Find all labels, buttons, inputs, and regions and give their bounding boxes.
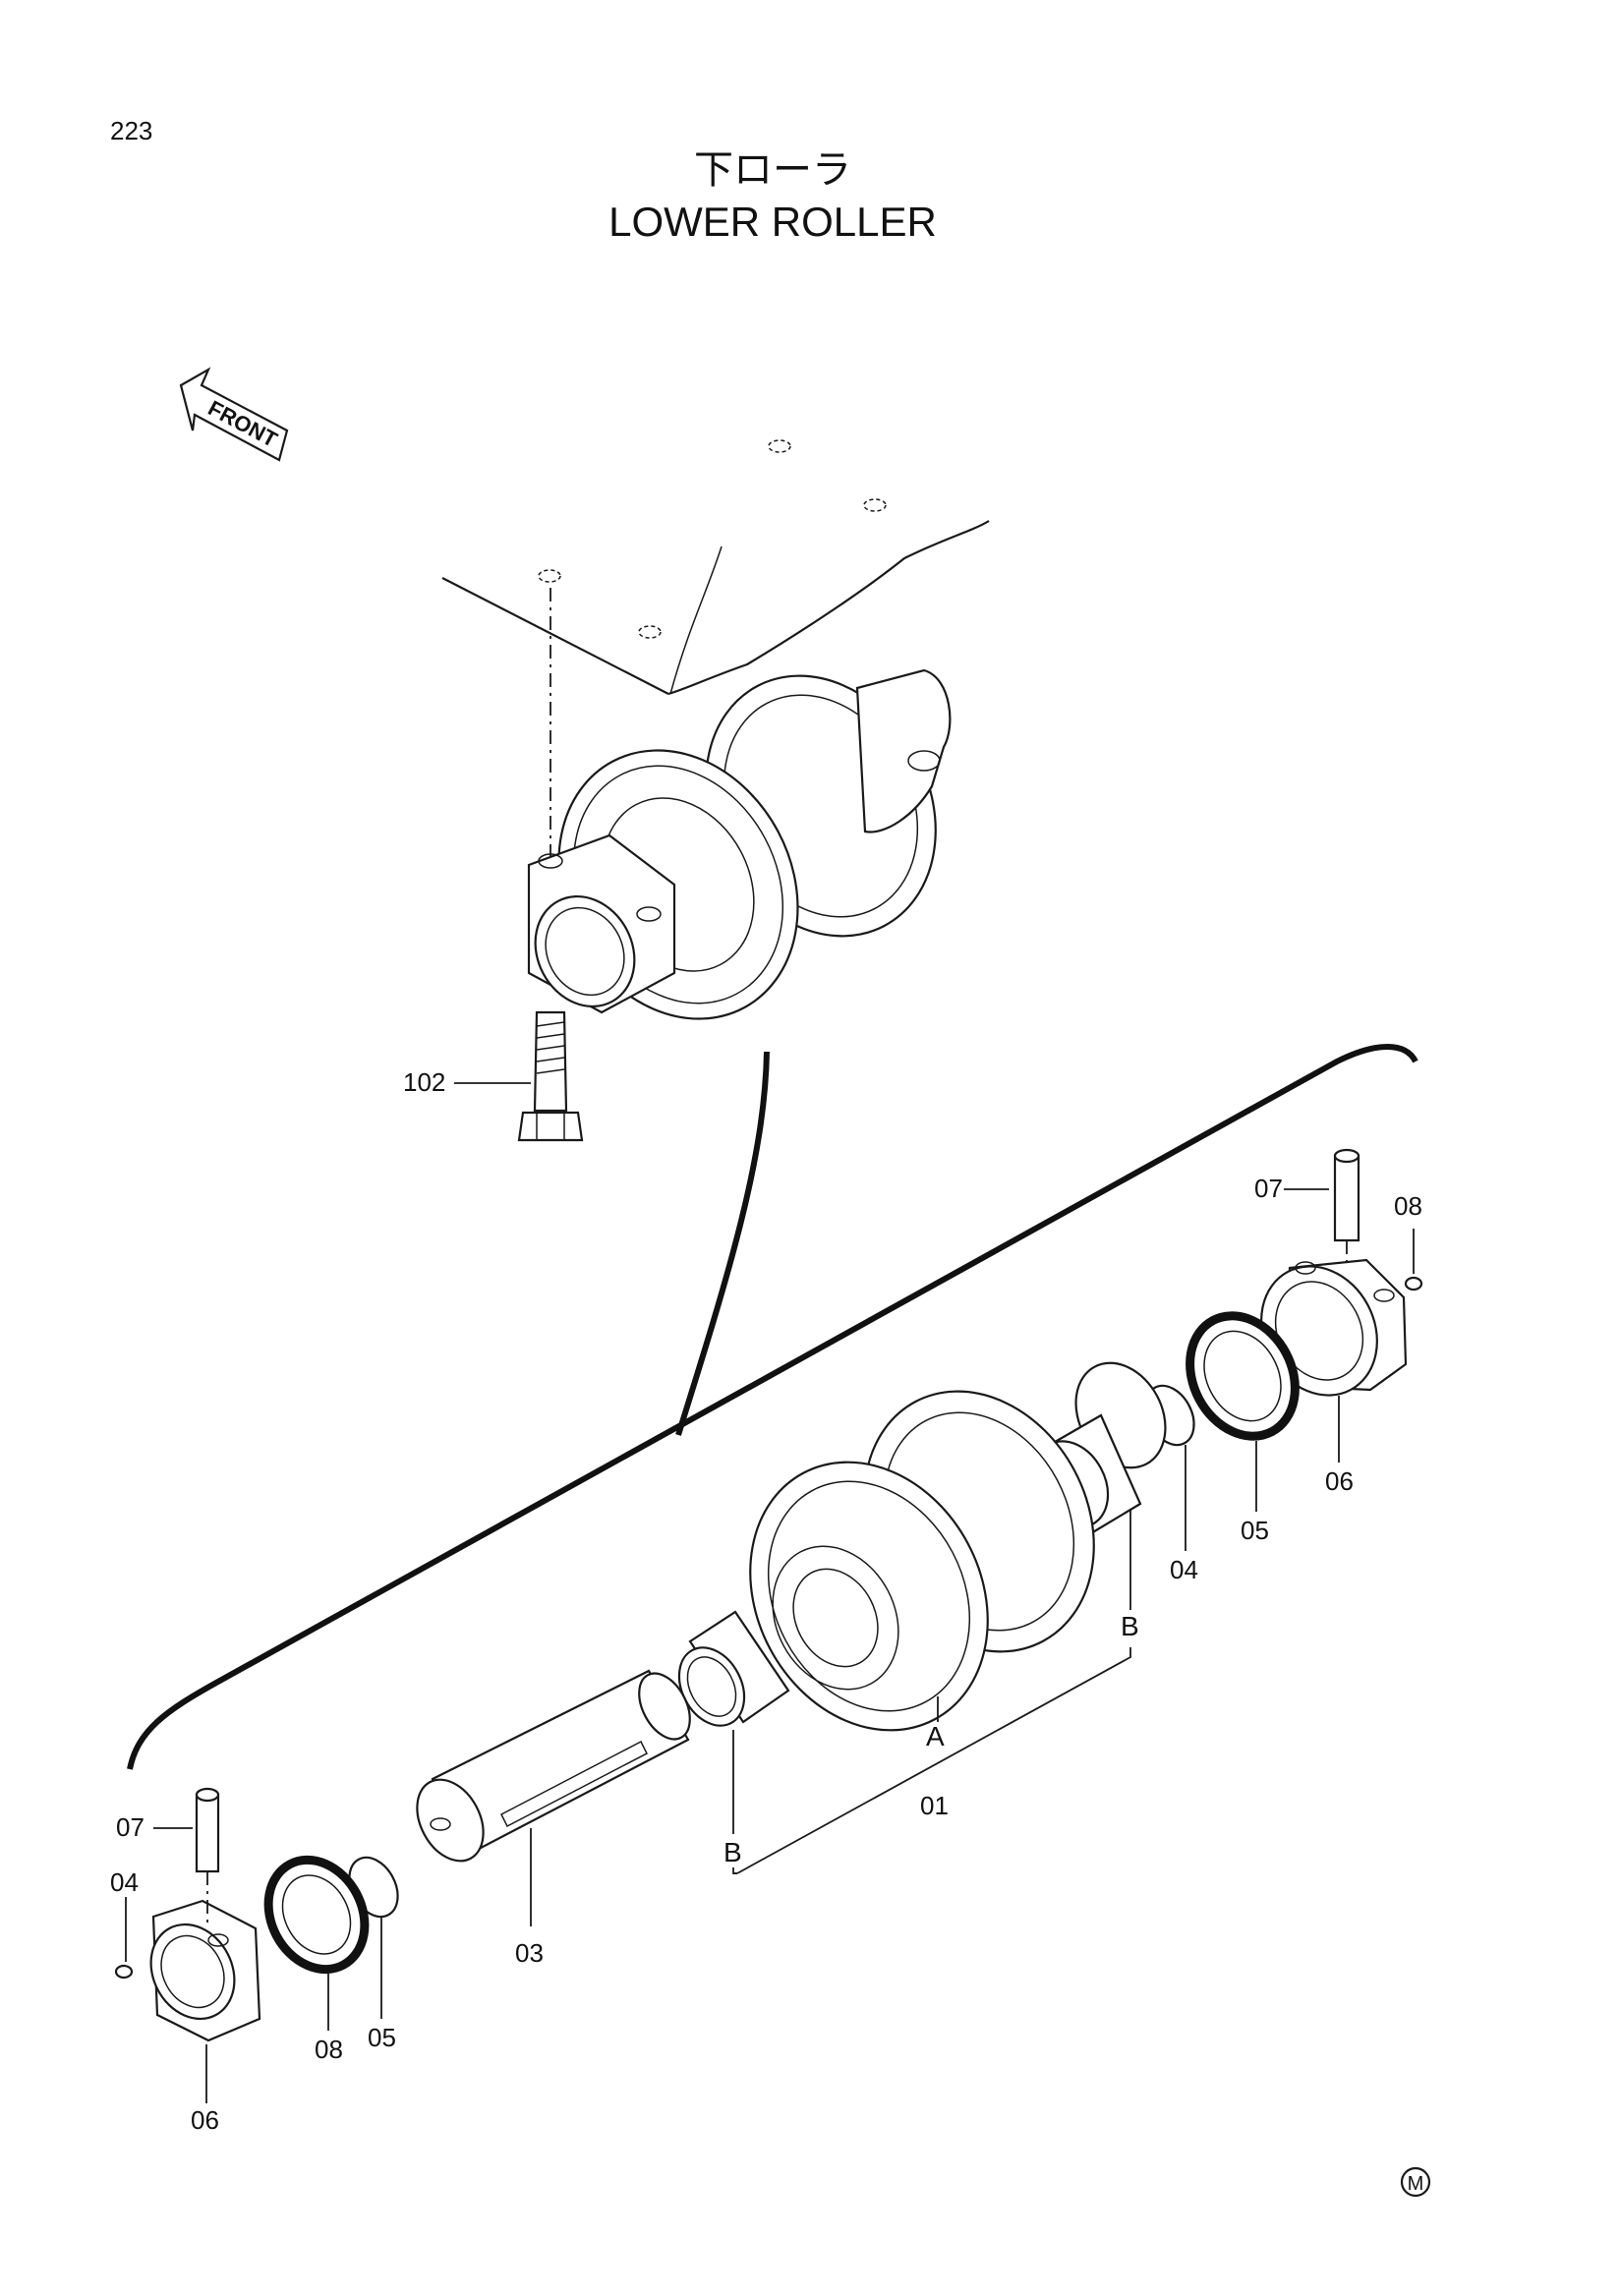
mark-label: M — [1408, 2173, 1424, 2195]
magnifier-connector — [675, 1051, 770, 1436]
title-japanese: 下ローラ — [694, 148, 851, 192]
callout-07-right: 07 — [1254, 1174, 1283, 1203]
plug-08-left — [114, 1964, 134, 1980]
track-frame-outline — [441, 439, 990, 894]
pin-07-left — [195, 1787, 220, 1926]
callout-05-right: 05 — [1241, 1516, 1269, 1545]
page-number: 223 — [110, 116, 152, 145]
callout-07-left: 07 — [116, 1812, 145, 1842]
bracket-B-left-corner — [732, 1867, 737, 1874]
callout-06-right: 06 — [1325, 1466, 1354, 1496]
floating-seal-05-left — [263, 1855, 370, 1975]
callout-04-right: 04 — [1170, 1555, 1198, 1584]
callout-05-left: 08 — [315, 2035, 343, 2064]
floating-seal-05-right — [1186, 1311, 1300, 1441]
callout-03: 03 — [515, 1938, 544, 1968]
callout-102: 102 — [403, 1067, 445, 1097]
callout-B-right: B — [1121, 1611, 1139, 1641]
bushing-left — [677, 1610, 790, 1727]
callout-06-left: 06 — [191, 2105, 219, 2135]
callout-04-left: 05 — [368, 2023, 396, 2052]
front-arrow-icon: FRONT — [179, 367, 289, 462]
callout-A: A — [926, 1721, 945, 1751]
pin-07-right — [1333, 1148, 1360, 1280]
plug-08-right — [1404, 1276, 1423, 1292]
title-english: LOWER ROLLER — [608, 199, 937, 245]
collar-06-left — [149, 1899, 261, 2042]
callout-B-left: B — [723, 1837, 742, 1867]
callout-01: 01 — [920, 1791, 949, 1820]
callout-08-left: 04 — [110, 1867, 139, 1897]
roller-body-A — [749, 1390, 1095, 1732]
callout-08-right: 08 — [1394, 1191, 1422, 1221]
bracket-01 — [736, 1647, 1131, 1874]
assembled-roller — [527, 668, 952, 1020]
bolt-102 — [517, 1010, 584, 1142]
mark-m-icon: M — [1400, 2166, 1431, 2198]
magnifier-bracket — [127, 1044, 1418, 1770]
shaft-03 — [416, 1669, 691, 1863]
